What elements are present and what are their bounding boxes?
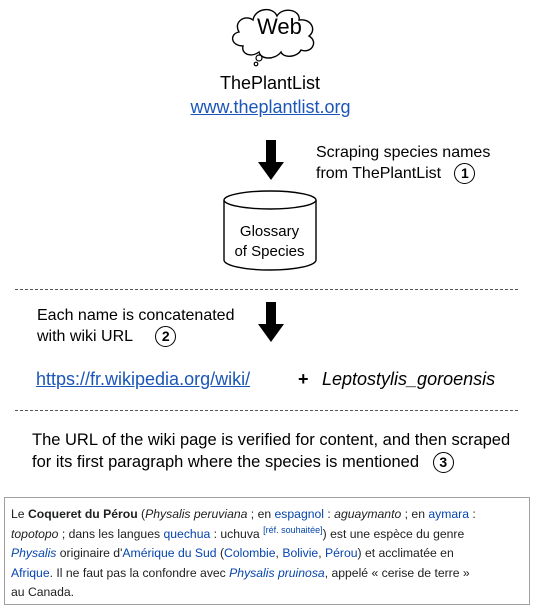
- step3-text: The URL of the wiki page is verified for…: [32, 429, 511, 474]
- web-cloud-icon: [232, 9, 315, 67]
- paragraph-line-4: Afrique. Il ne faut pas la confondre ave…: [11, 565, 470, 580]
- step3-number-badge: 3: [432, 452, 454, 474]
- paragraph-line-1: Le Coqueret du Pérou (Physalis peruviana…: [11, 507, 476, 521]
- cloud-label: Web: [257, 14, 302, 39]
- wiki-url-link[interactable]: https://fr.wikipedia.org/wiki/: [36, 369, 251, 389]
- source-url-link[interactable]: www.theplantlist.org: [190, 97, 351, 117]
- database-icon: [223, 190, 317, 271]
- link-espagnol[interactable]: espagnol: [274, 507, 324, 521]
- paragraph-bold-title: Coqueret du Pérou: [27, 507, 138, 521]
- link-physalis-pruinosa[interactable]: Physalis pruinosa: [229, 565, 325, 580]
- down-arrow-icon: [258, 302, 284, 342]
- species-name: Leptostylis_goroensis: [322, 369, 496, 389]
- step1-line2: from ThePlantList 1: [316, 163, 490, 185]
- paragraph-line-5: au Canada.: [11, 585, 75, 599]
- step3-line1: The URL of the wiki page is verified for…: [32, 431, 511, 449]
- paragraph-line-2: topotopo ; dans les langues quechua : uc…: [11, 524, 465, 541]
- link-physalis[interactable]: Physalis: [11, 546, 57, 560]
- link-amerique-du-sud[interactable]: Amérique du Sud: [122, 546, 217, 560]
- step2-line2: with wiki URL 2: [37, 326, 234, 348]
- link-aymara[interactable]: aymara: [428, 507, 470, 521]
- wiki-paragraph-box: Le Coqueret du Pérou (Physalis peruviana…: [4, 497, 530, 605]
- source-name: ThePlantList: [219, 73, 321, 93]
- link-perou[interactable]: Pérou: [325, 546, 358, 560]
- plus-sign: +: [298, 369, 309, 389]
- database-label-line1: Glossary: [239, 223, 300, 240]
- step1-number-badge: 1: [454, 163, 476, 185]
- step1-text: Scraping species names from ThePlantList…: [316, 142, 491, 185]
- database-label: Glossary of Species: [222, 222, 317, 262]
- divider: [15, 289, 518, 290]
- down-arrow-icon: [258, 140, 284, 180]
- link-quechua[interactable]: quechua: [163, 526, 211, 541]
- link-bolivie[interactable]: Bolivie: [282, 546, 319, 560]
- step2-text: Each name is concatenated with wiki URL …: [37, 305, 235, 348]
- step2-number-badge: 2: [155, 326, 177, 348]
- link-colombie[interactable]: Colombie: [224, 546, 276, 560]
- database-label-line2: of Species: [234, 243, 305, 260]
- step3-line2: for its first paragraph where the specie…: [32, 451, 510, 474]
- divider: [15, 410, 518, 411]
- paragraph-line-3: Physalis originaire d'Amérique du Sud (C…: [11, 546, 454, 560]
- step2-line1: Each name is concatenated: [37, 307, 235, 324]
- step1-line1: Scraping species names: [316, 144, 491, 161]
- citation-needed[interactable]: [réf. souhaitée]: [263, 524, 323, 535]
- link-afrique[interactable]: Afrique: [11, 565, 50, 580]
